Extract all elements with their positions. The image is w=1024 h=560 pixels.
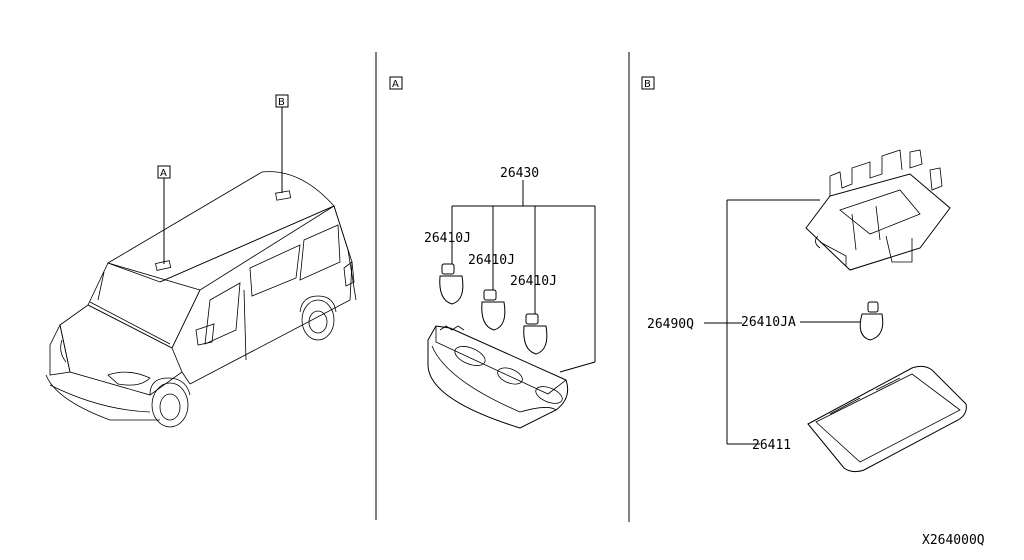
lamp-lens (807, 365, 967, 473)
panel-b: B 26490Q 26410JA 26411 (641, 76, 967, 473)
panel-b-tag: B (644, 79, 651, 90)
vehicle-illustration (45, 171, 357, 428)
callout-a-label: A (160, 168, 167, 179)
callout-a: A (157, 165, 171, 264)
panel-b-assembly-label: 26490Q (647, 317, 694, 332)
bulb-icon-b (859, 301, 884, 341)
bulb-label-1: 26410J (424, 231, 471, 246)
callout-b: B (275, 94, 289, 193)
bulb-icon-3 (523, 313, 548, 355)
map-lamp-housing (427, 325, 569, 429)
panel-b-bulb-label: 26410JA (741, 315, 796, 330)
panel-a-assembly-label: 26430 (500, 166, 539, 181)
bulb-label-3: 26410J (510, 274, 557, 289)
lamp-socket-housing (805, 149, 951, 271)
diagram-code: X264000Q (922, 533, 985, 548)
panel-a: A 26430 26410J 26410J 26410J (389, 76, 596, 429)
panel-b-lens-label: 26411 (752, 438, 791, 453)
panel-a-tag: A (392, 79, 399, 90)
bulb-icon-1 (439, 263, 464, 305)
bulb-icon-2 (481, 289, 506, 331)
bulb-label-2: 26410J (468, 253, 515, 268)
callout-b-label: B (278, 97, 285, 108)
